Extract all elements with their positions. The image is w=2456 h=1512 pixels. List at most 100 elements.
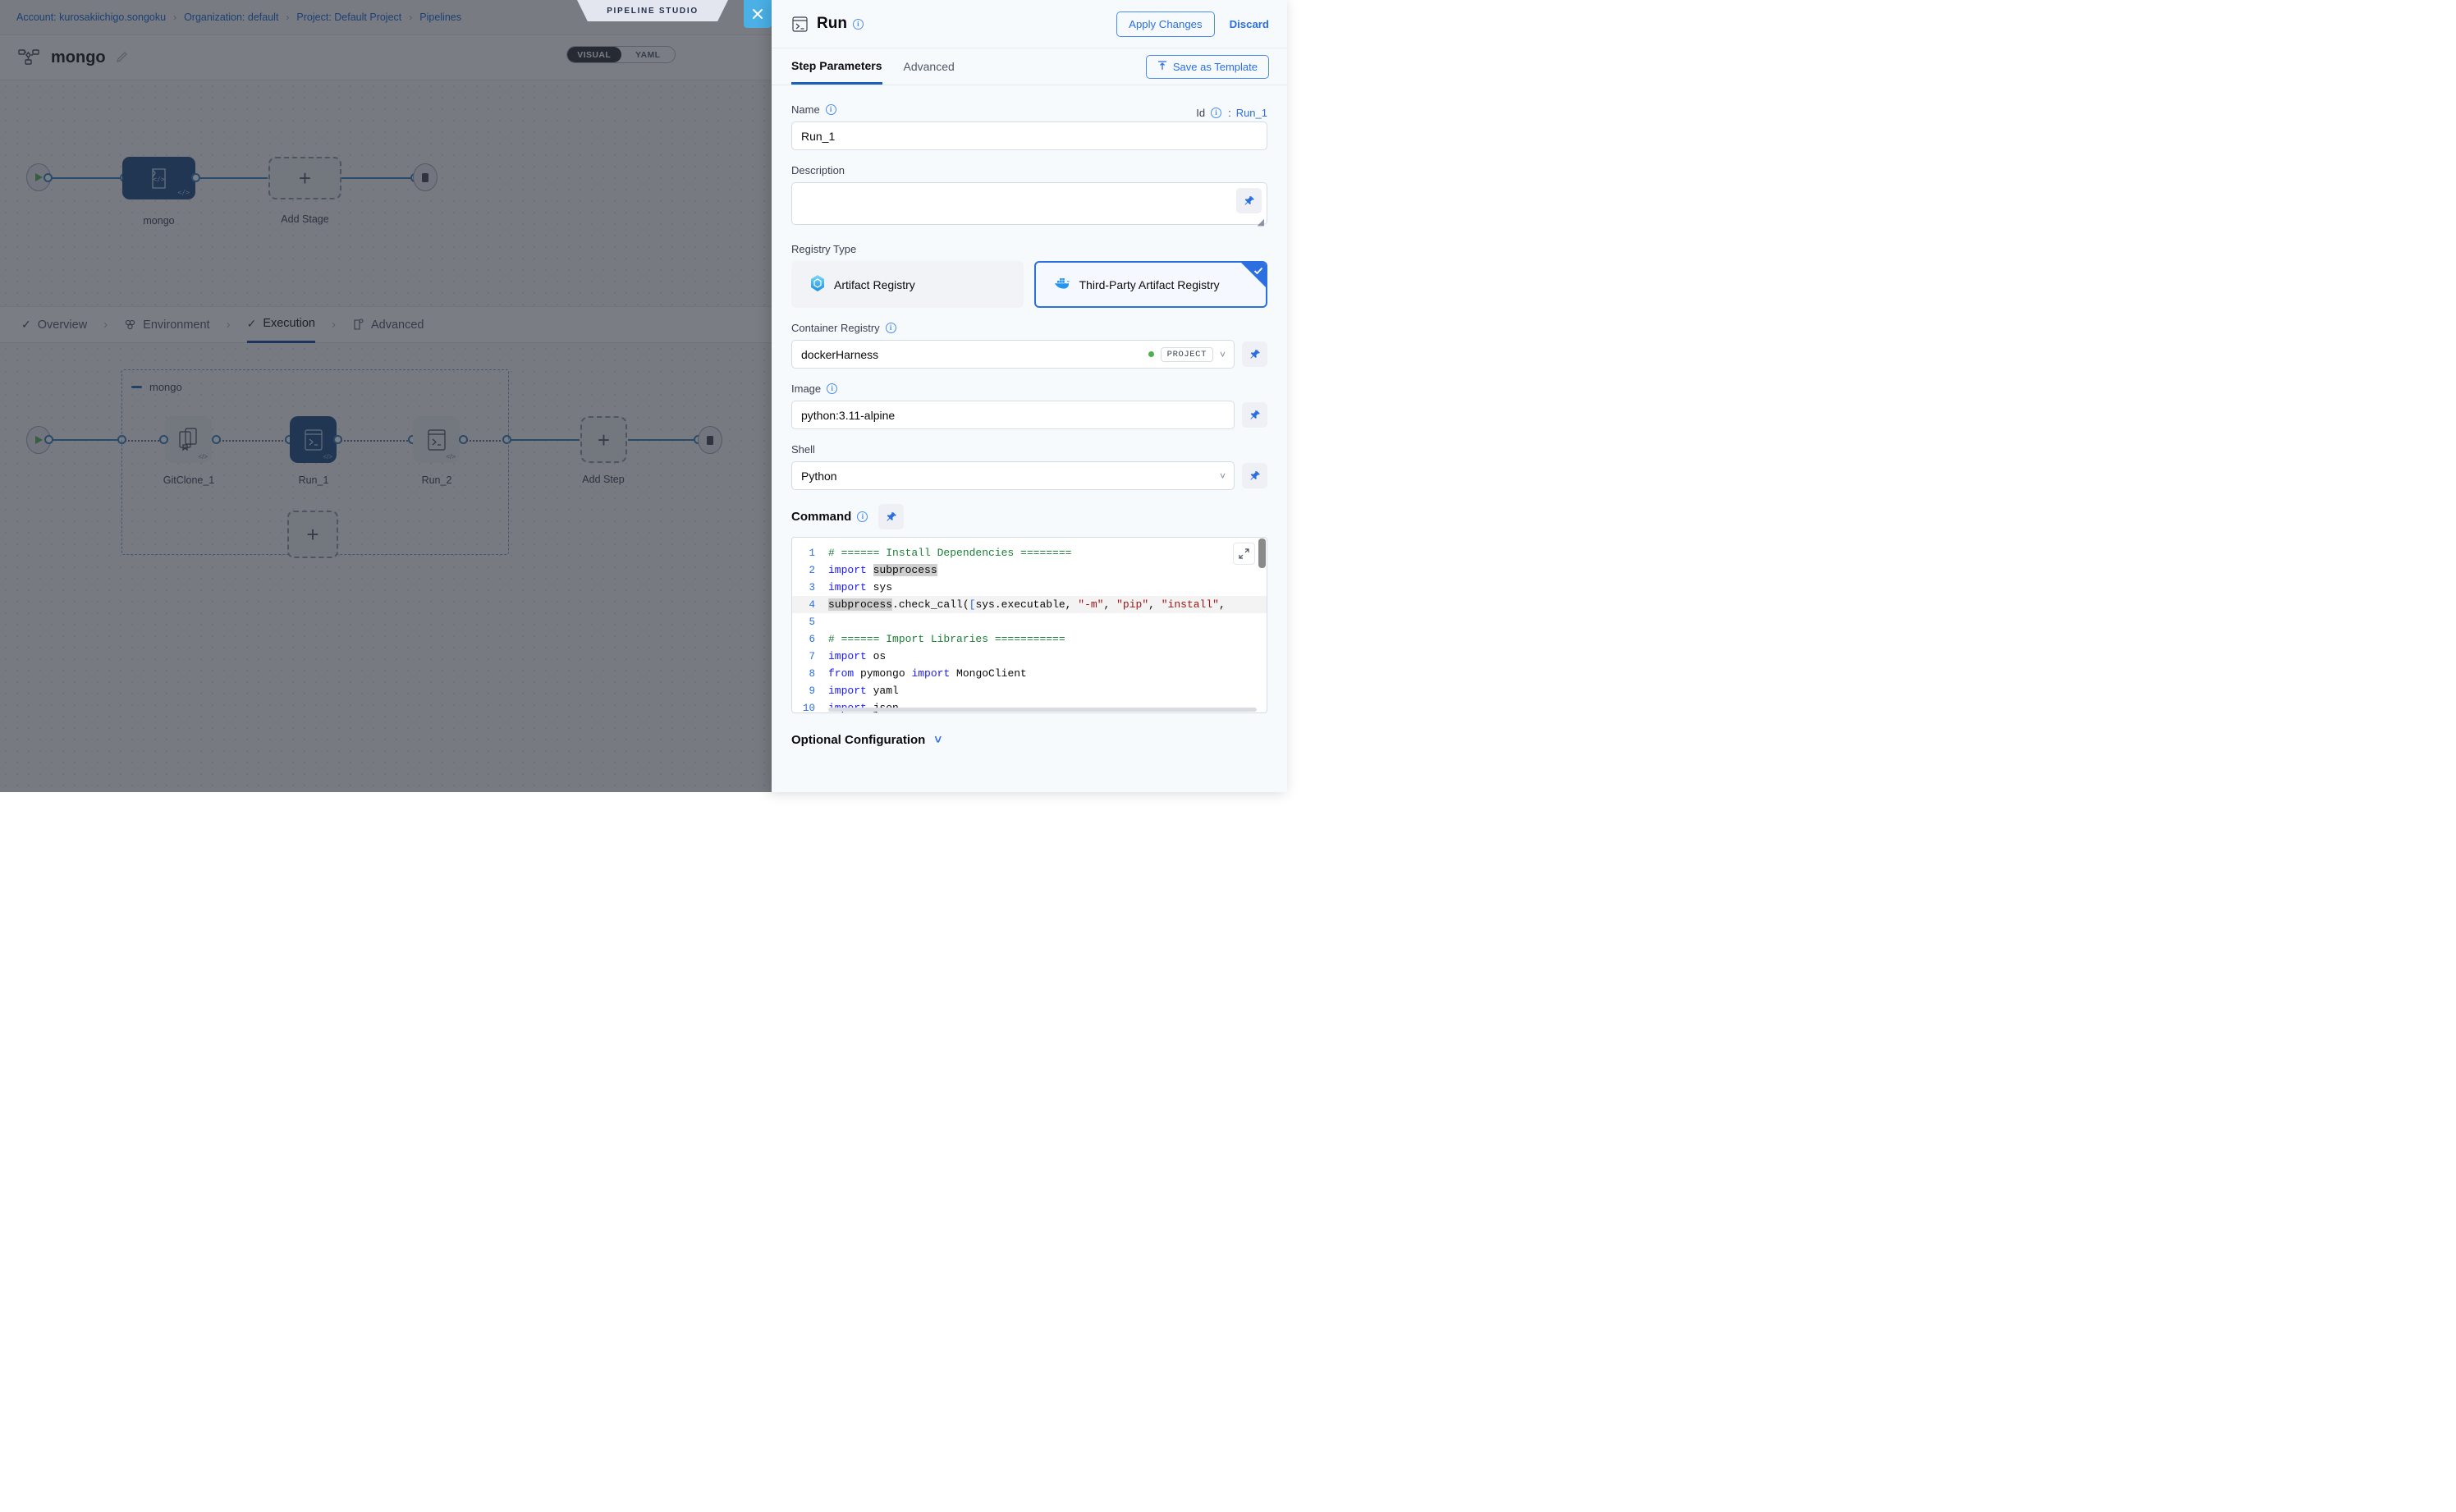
breadcrumb-account[interactable]: Account: kurosakiichigo.songoku <box>16 11 167 23</box>
infrastructure-icon <box>124 318 136 331</box>
breadcrumb-project[interactable]: Project: Default Project <box>296 11 402 23</box>
stage-node-mongo[interactable]: </> </> <box>122 157 195 199</box>
edge-exec-start <box>52 439 121 441</box>
save-as-template-label: Save as Template <box>1172 60 1258 73</box>
container-registry-select[interactable]: dockerHarness PROJECT ˅ <box>791 340 1235 369</box>
add-parallel-step-button[interactable]: + <box>287 511 338 558</box>
chevron-down-icon[interactable]: ˅ <box>1219 470 1226 482</box>
info-icon[interactable]: i <box>852 18 864 30</box>
info-icon[interactable]: i <box>827 383 838 394</box>
name-id-row: Name i Id i : Run_1 <box>791 103 1267 121</box>
selected-check-icon <box>1241 263 1266 287</box>
image-row: python:3.11-alpine <box>791 401 1267 429</box>
add-step-button[interactable]: + <box>580 416 627 463</box>
image-label-group: Image i <box>791 383 1267 395</box>
registry-option-third-party[interactable]: Third-Party Artifact Registry <box>1033 261 1267 308</box>
code-token: import <box>828 564 873 576</box>
tab-drawer-advanced[interactable]: Advanced <box>903 60 955 73</box>
check-icon: ✓ <box>21 318 31 331</box>
registry-type-label: Registry Type <box>791 243 857 255</box>
registry-option-third-party-label: Third-Party Artifact Registry <box>1079 277 1220 291</box>
description-wrapper: ◢ <box>791 182 1267 229</box>
code-text: import sys <box>828 581 1267 593</box>
editor-vertical-scrollbar[interactable] <box>1258 538 1266 568</box>
step-group-header[interactable]: mongo <box>131 381 182 393</box>
code-line[interactable]: 6# ====== Import Libraries =========== <box>792 630 1267 648</box>
image-input-group[interactable]: python:3.11-alpine <box>791 401 1235 429</box>
save-as-template-button[interactable]: Save as Template <box>1145 54 1269 79</box>
code-token: sys <box>873 581 893 593</box>
chevron-down-icon[interactable]: ˅ <box>934 733 942 747</box>
discard-button[interactable]: Discard <box>1229 17 1269 30</box>
shell-select[interactable]: Python ˅ <box>791 461 1235 490</box>
plus-icon: + <box>298 166 312 190</box>
breadcrumb-organization[interactable]: Organization: default <box>184 11 279 23</box>
expand-editor-icon[interactable] <box>1233 543 1255 565</box>
container-registry-block: Container Registry i dockerHarness PROJE… <box>791 322 1267 369</box>
breadcrumb-pipelines[interactable]: Pipelines <box>419 11 461 23</box>
drawer-title: Run <box>817 15 847 32</box>
execution-end-node[interactable] <box>698 426 722 454</box>
tab-overview[interactable]: ✓ Overview <box>21 307 87 343</box>
tab-advanced[interactable]: Advanced <box>352 307 424 343</box>
stage-canvas[interactable]: </> </> + mongo Add Stage <box>0 80 772 306</box>
description-pin-icon[interactable] <box>1236 188 1262 213</box>
code-line[interactable]: 5 <box>792 613 1267 630</box>
code-line[interactable]: 1# ====== Install Dependencies ======== <box>792 544 1267 561</box>
description-textarea[interactable] <box>791 182 1267 225</box>
drawer-tabs[interactable]: Step Parameters Advanced Save as Templat… <box>772 48 1287 85</box>
stage-config-tabs[interactable]: ✓ Overview › Environment › ✓ Execution › <box>0 306 772 343</box>
code-text: subprocess.check_call([sys.executable, "… <box>828 598 1267 611</box>
image-value: python:3.11-alpine <box>801 408 896 422</box>
info-icon[interactable]: i <box>825 104 836 115</box>
collapse-icon[interactable] <box>131 386 142 388</box>
command-block: Command i 1# ====== Install Dependencies… <box>791 504 1267 713</box>
name-field-block: Name i Id i : Run_1 <box>791 103 1267 150</box>
command-pin-icon[interactable] <box>878 504 905 529</box>
info-icon[interactable]: i <box>885 323 896 333</box>
shell-pin-icon[interactable] <box>1242 463 1267 488</box>
editor-horizontal-scrollbar[interactable] <box>828 708 1257 712</box>
line-number: 8 <box>809 667 815 680</box>
drawer-body[interactable]: Name i Id i : Run_1 Description <box>772 85 1287 792</box>
registry-option-artifact-registry[interactable]: Artifact Registry <box>791 261 1024 308</box>
info-icon[interactable]: i <box>857 511 868 522</box>
line-number: 1 <box>809 547 815 559</box>
command-code-editor[interactable]: 1# ====== Install Dependencies ========2… <box>791 537 1267 713</box>
optional-configuration-toggle[interactable]: Optional Configuration ˅ <box>791 713 1267 768</box>
line-number: 10 <box>802 702 815 713</box>
pipeline-end-node[interactable] <box>413 163 438 191</box>
add-stage-button[interactable]: + <box>268 157 341 199</box>
code-token: subprocess <box>873 564 937 576</box>
edit-pencil-icon[interactable] <box>116 51 129 64</box>
code-text: import os <box>828 650 1267 662</box>
image-pin-icon[interactable] <box>1242 402 1267 428</box>
chevron-down-icon[interactable]: ˅ <box>1219 348 1226 360</box>
apply-changes-button[interactable]: Apply Changes <box>1116 11 1215 37</box>
view-toggle-visual[interactable]: VISUAL <box>567 47 621 62</box>
view-mode-toggle[interactable]: VISUAL YAML <box>566 46 676 63</box>
tab-step-parameters[interactable]: Step Parameters <box>791 48 882 85</box>
tab-execution[interactable]: ✓ Execution <box>246 307 315 343</box>
shell-value: Python <box>801 469 837 483</box>
line-number: 2 <box>809 564 815 576</box>
code-text: import yaml <box>828 685 1267 697</box>
edge-addstep-to-end <box>628 439 697 441</box>
tab-environment[interactable]: Environment <box>124 307 210 343</box>
tab-separator-icon: › <box>226 318 231 332</box>
tab-execution-label: Execution <box>263 317 315 330</box>
code-token: "pip" <box>1116 598 1149 611</box>
name-input[interactable] <box>791 121 1267 150</box>
breadcrumb-separator-icon: › <box>409 11 413 23</box>
info-icon[interactable]: i <box>1211 107 1222 118</box>
code-line[interactable]: 2 import subprocess <box>792 561 1267 579</box>
view-toggle-yaml[interactable]: YAML <box>635 49 661 60</box>
container-registry-pin-icon[interactable] <box>1242 341 1267 367</box>
code-lines-container[interactable]: 1# ====== Install Dependencies ========2… <box>792 538 1267 713</box>
close-icon[interactable] <box>744 0 772 28</box>
